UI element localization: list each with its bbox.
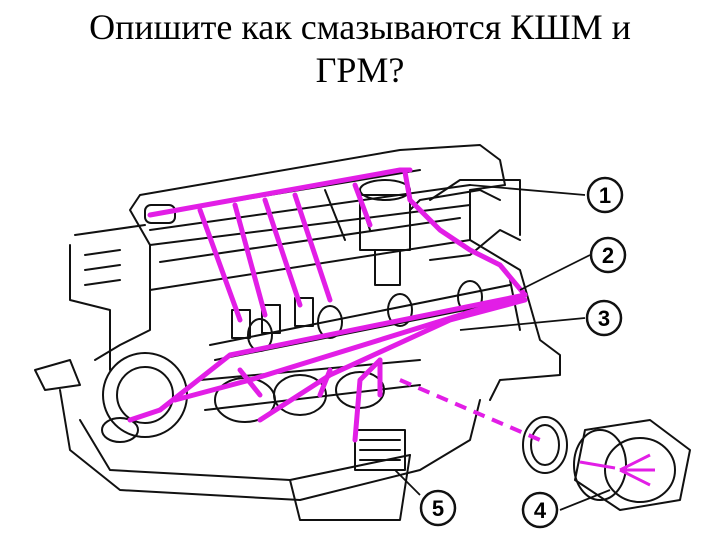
callout-2-label: 2	[602, 243, 614, 268]
oil-flow-paths	[127, 167, 528, 443]
callout-lines	[394, 184, 611, 511]
title-line-2: ГРМ?	[315, 50, 405, 90]
slide-title: Опишите как смазываются КШМ и ГРМ?	[0, 6, 720, 92]
engine-block-drawing	[34, 144, 691, 521]
oil-return-dashed	[399, 378, 541, 442]
callout-1-label: 1	[599, 183, 611, 208]
callout-3-label: 3	[598, 306, 610, 331]
callout-5-label: 5	[432, 496, 444, 521]
callout-3: 3	[585, 299, 623, 337]
callout-2: 2	[589, 236, 627, 274]
callout-4-label: 4	[534, 498, 547, 523]
callout-5: 5	[419, 489, 457, 527]
engine-lubrication-diagram: 1 2 3 4 5	[34, 144, 691, 529]
oil-filter-interior-flow	[579, 453, 655, 487]
callout-4: 4	[521, 491, 559, 529]
callout-1: 1	[586, 176, 624, 214]
title-line-1: Опишите как смазываются КШМ и	[89, 7, 631, 47]
